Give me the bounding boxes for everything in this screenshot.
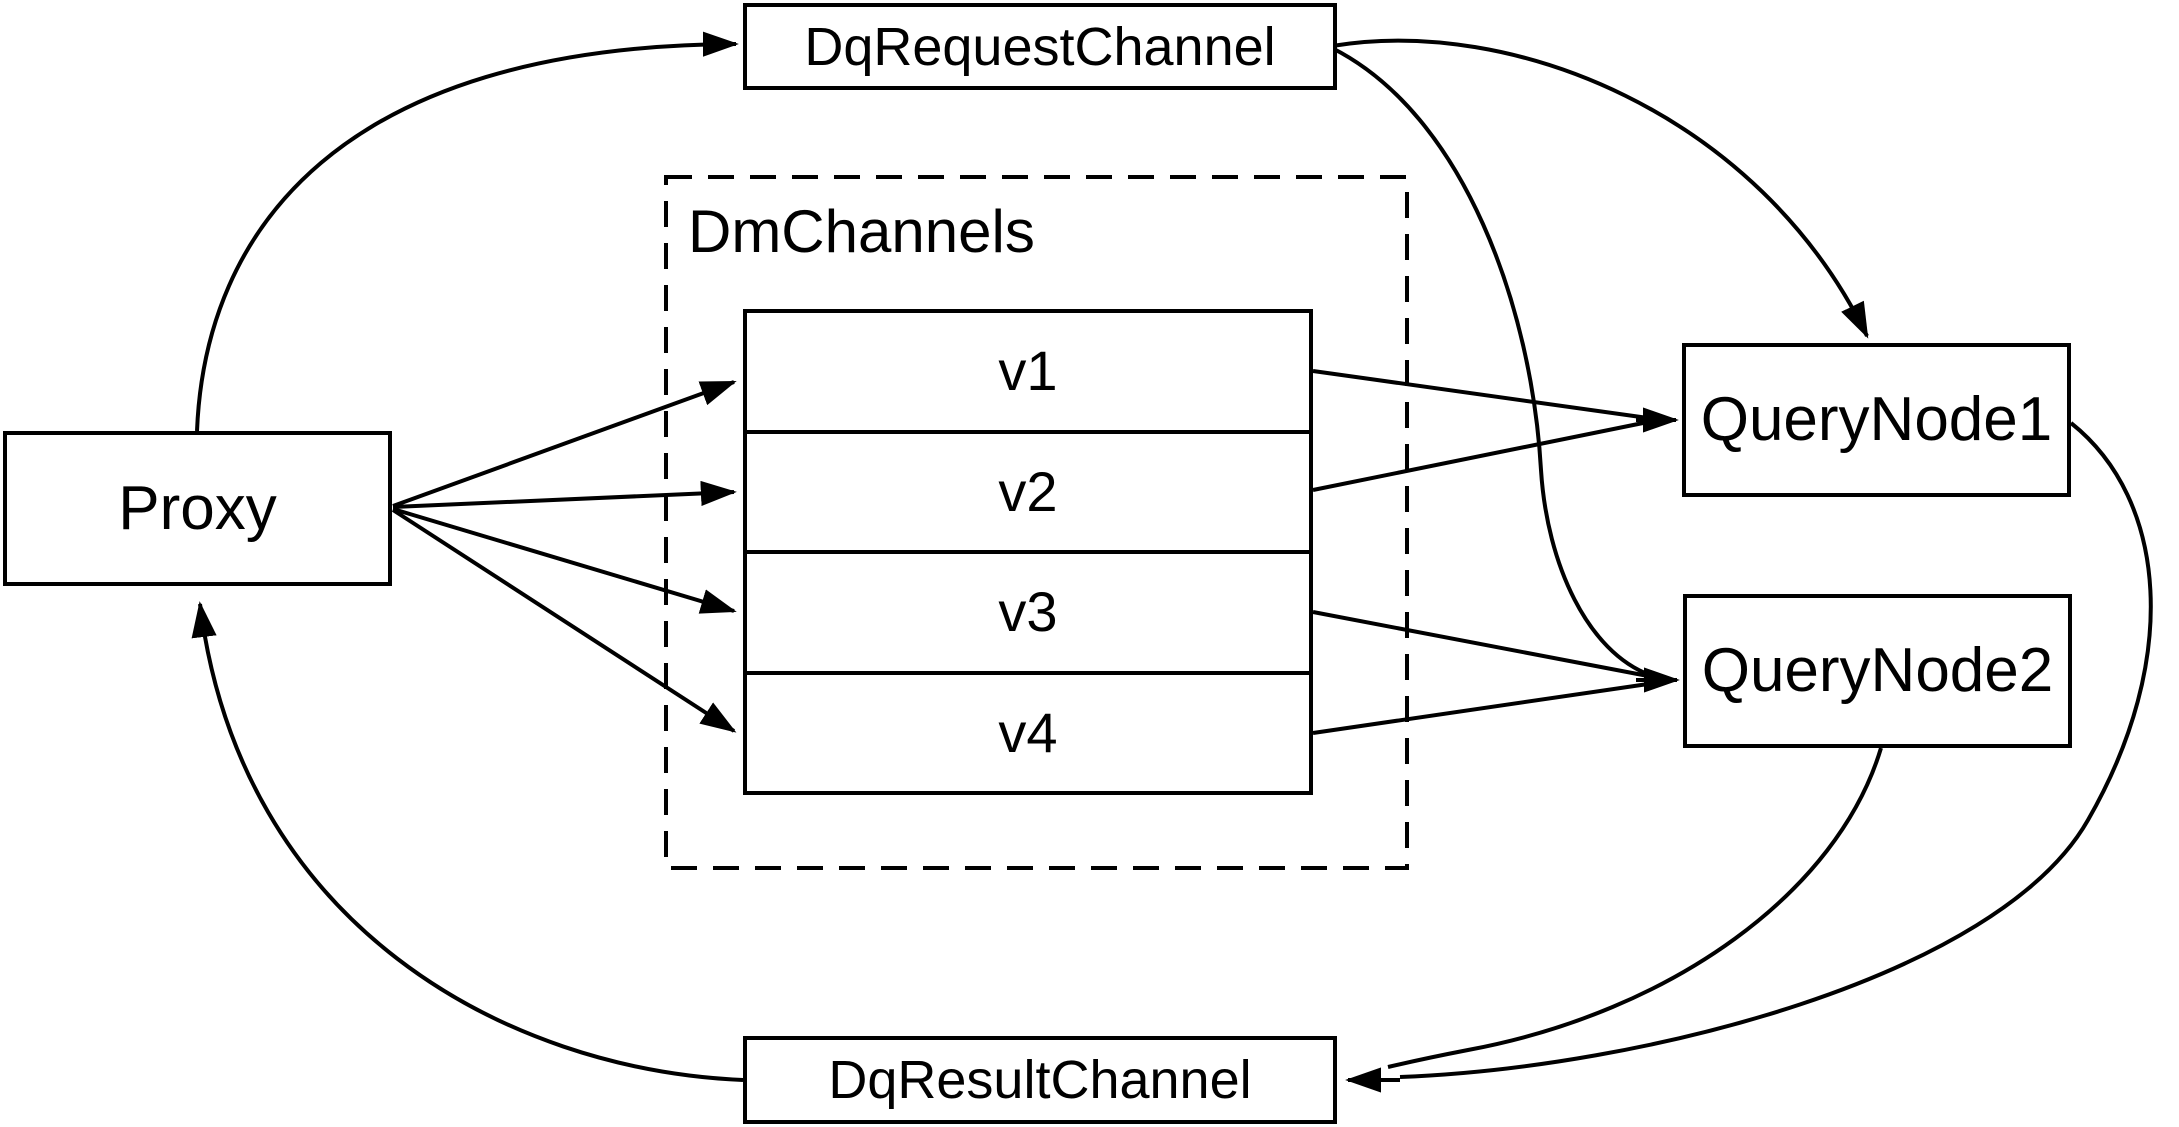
dm-channels-group-label: DmChannels xyxy=(688,198,1035,265)
edge-dqrequestchannel-to-querynode1 xyxy=(1331,38,1869,339)
node-proxy: Proxy xyxy=(3,431,392,586)
edge-proxy-to-dqrequestchannel xyxy=(195,31,739,432)
channel-row-v4: v4 xyxy=(747,670,1309,792)
node-proxy-label: Proxy xyxy=(118,473,277,543)
edge-dqrequestchannel-to-querynode2 xyxy=(1331,46,1651,677)
node-dq-result-channel-label: DqResultChannel xyxy=(828,1050,1252,1110)
edge-proxy-to-v2 xyxy=(392,480,737,509)
edge-v2-to-querynode1 xyxy=(1312,420,1649,492)
edge-dqresultchannel-to-proxy xyxy=(191,601,744,1082)
edge-v3-to-querynode2 xyxy=(1312,610,1649,678)
node-query-node-2-label: QueryNode2 xyxy=(1701,636,2054,705)
dm-channels-stack: v1 v2 v3 v4 xyxy=(743,309,1313,795)
edge-proxy-to-v1 xyxy=(392,380,737,508)
node-query-node-1: QueryNode1 xyxy=(1682,343,2071,497)
node-dq-request-channel: DqRequestChannel xyxy=(743,3,1337,90)
channel-row-v1-label: v1 xyxy=(998,339,1058,403)
edge-querynode1-to-dqresultchannel xyxy=(1399,421,2153,1079)
channel-row-v4-label: v4 xyxy=(998,700,1058,764)
edge-querynode2-to-dqresultchannel xyxy=(1387,747,1883,1069)
channel-row-v3: v3 xyxy=(747,550,1309,671)
node-dq-result-channel: DqResultChannel xyxy=(743,1036,1337,1124)
edge-proxy-to-v3 xyxy=(392,507,737,614)
node-query-node-2: QueryNode2 xyxy=(1683,594,2072,748)
channel-row-v3-label: v3 xyxy=(998,580,1058,644)
edge-v1-to-querynode1 xyxy=(1312,369,1649,420)
node-dq-request-channel-label: DqRequestChannel xyxy=(804,16,1276,77)
edge-v4-to-querynode2 xyxy=(1312,682,1649,735)
channel-row-v2-label: v2 xyxy=(998,459,1058,523)
channel-row-v1: v1 xyxy=(747,313,1309,430)
channel-row-v2: v2 xyxy=(747,429,1309,551)
edge-proxy-to-v4 xyxy=(391,508,737,733)
node-query-node-1-label: QueryNode1 xyxy=(1700,385,2053,454)
